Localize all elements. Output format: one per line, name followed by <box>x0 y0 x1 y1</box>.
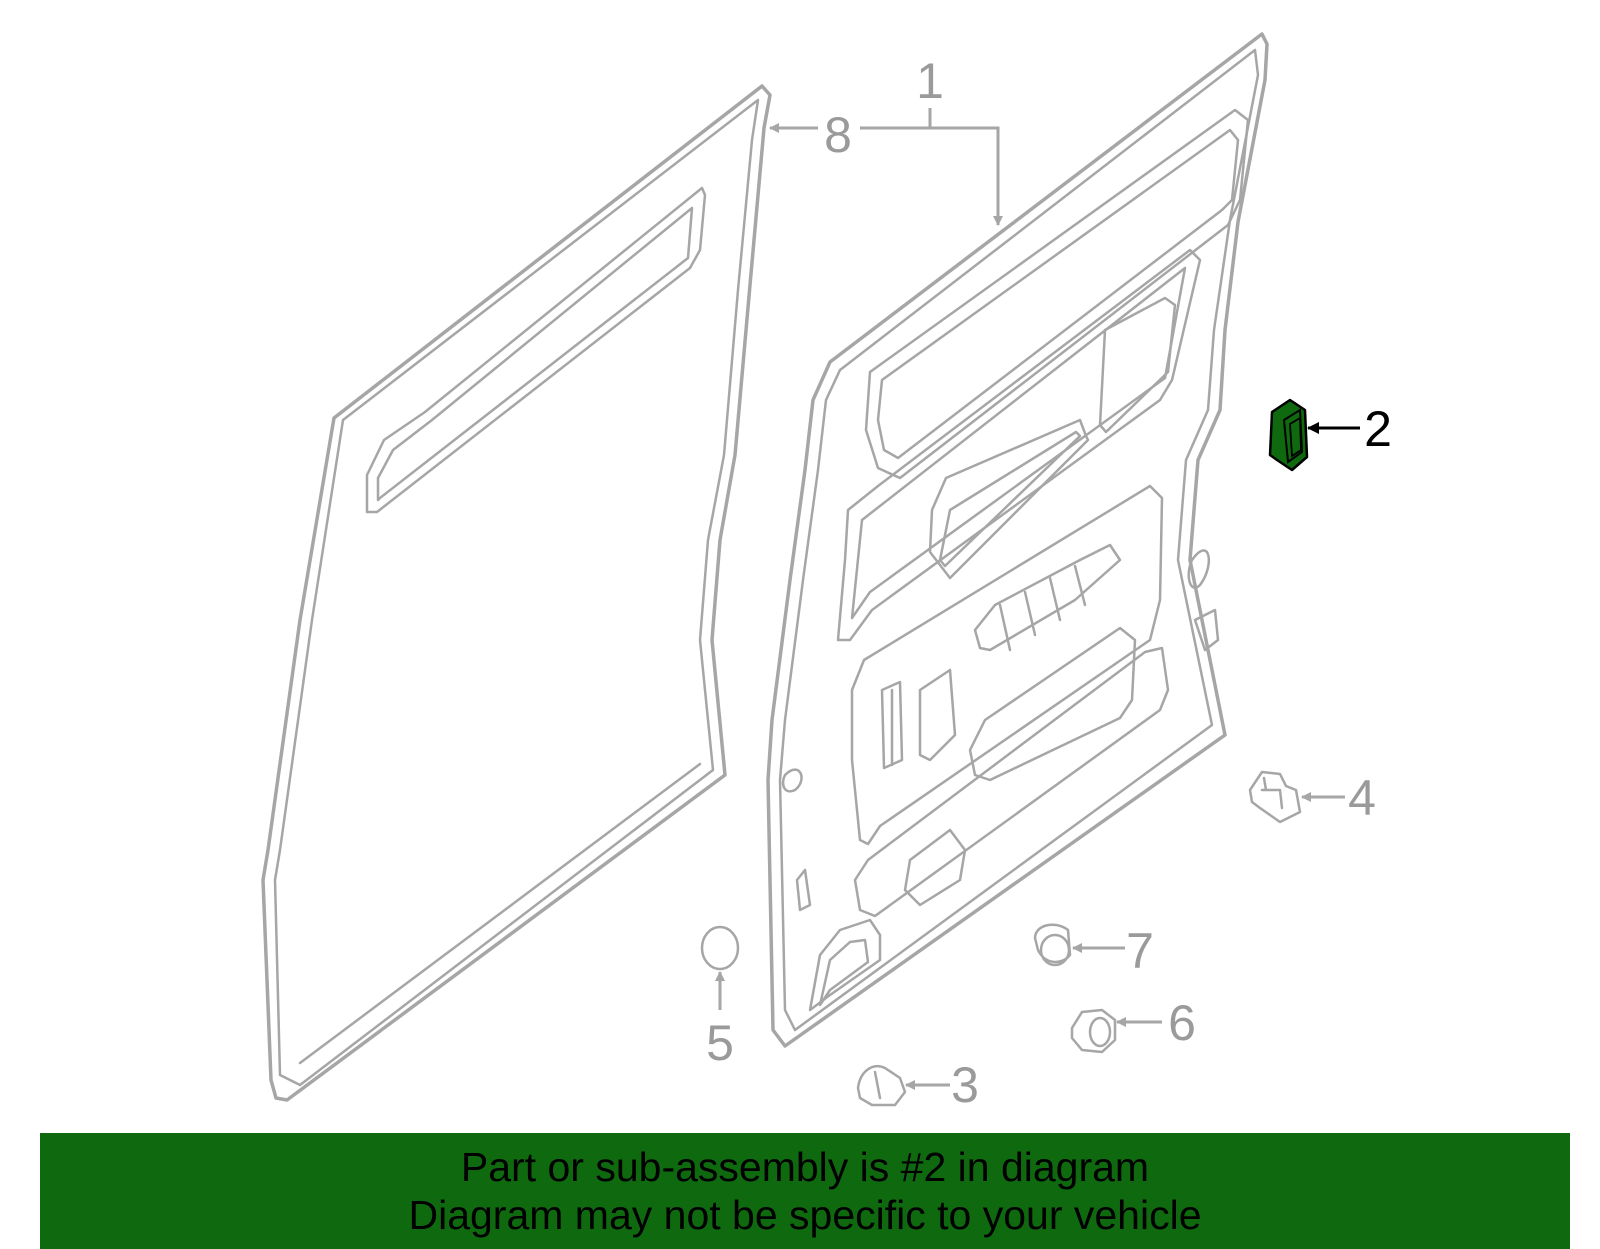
part-4-clip <box>1248 770 1302 824</box>
leader-lines <box>715 108 1360 1090</box>
callout-7: 7 <box>1126 923 1154 979</box>
callout-2: 2 <box>1364 401 1392 457</box>
door-shell <box>766 32 1269 1048</box>
callout-8: 8 <box>824 107 852 163</box>
callout-3: 3 <box>951 1057 979 1113</box>
part-6-nut <box>1070 1008 1117 1054</box>
highlighted-part-2 <box>1268 398 1309 472</box>
door-trim-panel <box>261 84 772 1102</box>
callout-4: 4 <box>1348 770 1376 826</box>
banner-line-2: Diagram may not be specific to your vehi… <box>408 1192 1202 1238</box>
part-5-plug <box>700 925 740 971</box>
info-banner: Part or sub-assembly is #2 in diagram Di… <box>40 1133 1570 1249</box>
callout-6: 6 <box>1168 995 1196 1051</box>
callout-1: 1 <box>916 53 944 109</box>
banner-line-1: Part or sub-assembly is #2 in diagram <box>460 1144 1150 1190</box>
callout-5: 5 <box>706 1015 734 1071</box>
part-3-clip <box>856 1065 907 1107</box>
part-7-grommet <box>1033 923 1072 967</box>
